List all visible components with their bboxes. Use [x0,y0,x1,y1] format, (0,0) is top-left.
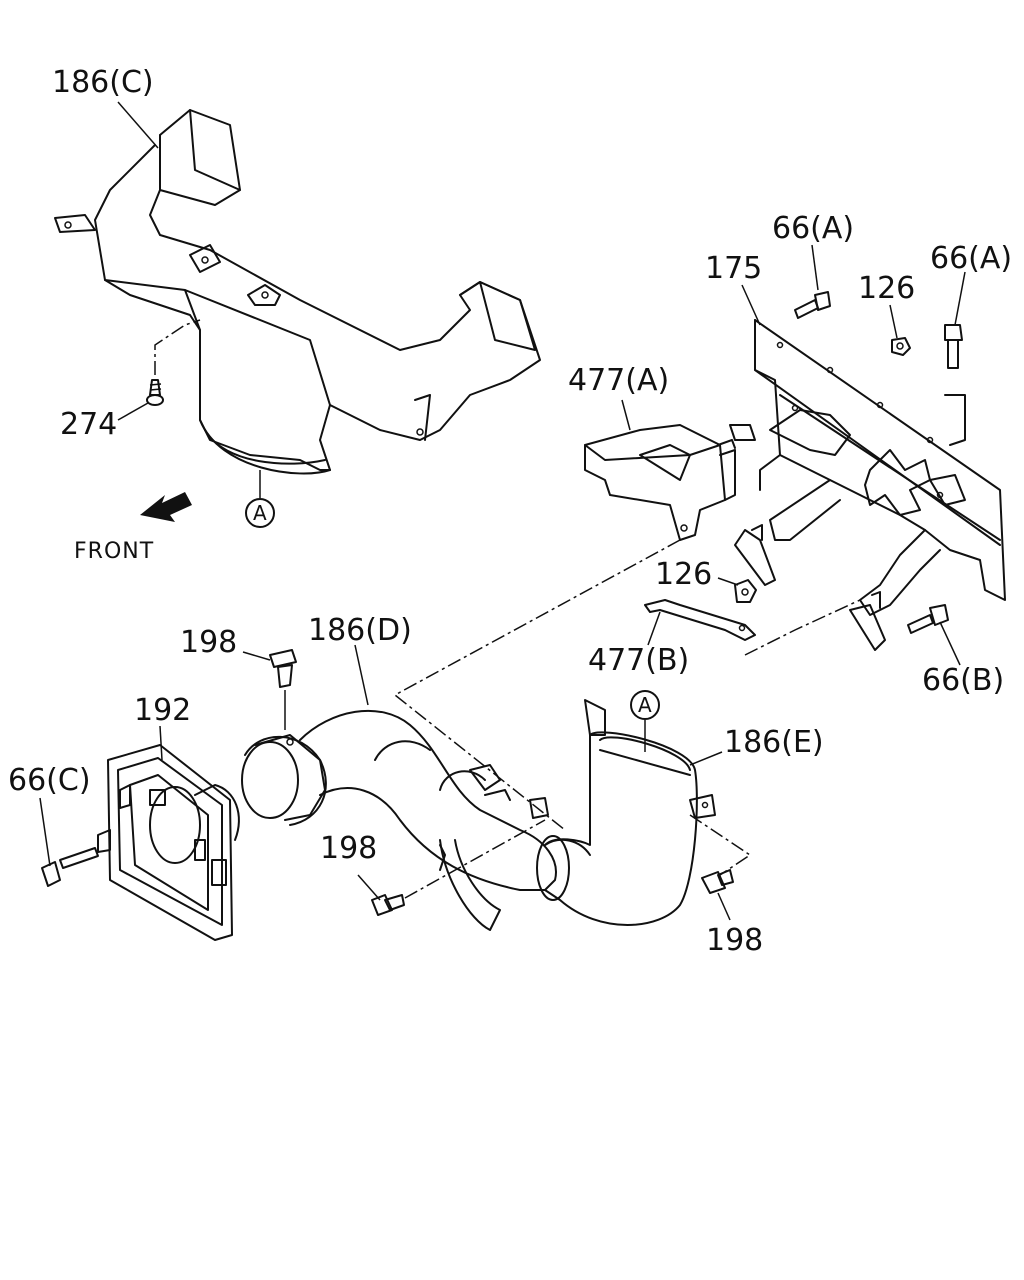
leader-477a [621,399,631,431]
leader-66a-2 [954,271,966,326]
label-66b: 66(B) [922,663,1004,698]
leader-66b [939,621,961,666]
label-circle-a-top: A [253,501,267,525]
leader-186e [689,751,723,766]
clip-198-mid[interactable] [371,894,405,916]
bolt-66a-1[interactable] [794,291,831,319]
leader-126-top [889,304,898,339]
label-274: 274 [60,407,117,442]
duct-186c[interactable] [54,109,541,475]
screw-274[interactable] [146,379,164,406]
leader-186d [354,644,369,706]
leader-274 [117,402,149,421]
leader-198-right [717,892,731,921]
clip-198-right[interactable] [701,869,734,894]
leader-192 [159,725,163,761]
leader-198-top [242,651,271,661]
leader-66c [39,797,51,867]
front-arrow-icon [140,492,192,522]
dash-477b [744,599,861,656]
label-front: FRONT [74,539,154,564]
label-477a: 477(A) [568,363,669,398]
leader-198-mid [357,874,381,901]
label-175: 175 [705,251,762,286]
label-circle-a-bottom: A [638,693,652,717]
dash-477a-186d [393,539,681,831]
label-126-top: 126 [858,271,915,306]
label-186e: 186(E) [724,725,824,760]
bolt-66a-2[interactable] [944,324,963,369]
leader-66a-1 [811,244,819,291]
dash-186e [689,814,752,876]
duct-186e[interactable] [529,699,716,926]
label-66c: 66(C) [8,763,91,798]
clip-198-top[interactable] [269,649,297,688]
nut-126-mid[interactable] [734,579,757,603]
leader-477b [647,611,661,646]
circle-a-bottom-ring [630,690,660,720]
label-66a-1: 66(A) [772,211,854,246]
dash-274 [154,319,201,375]
label-192: 192 [134,693,191,728]
label-198-mid: 198 [320,831,377,866]
label-198-right: 198 [706,923,763,958]
bolt-66b[interactable] [907,604,949,634]
label-186d: 186(D) [308,613,412,648]
leader-175 [741,284,761,326]
label-477b: 477(B) [588,643,689,678]
bracket-477b[interactable] [644,599,756,641]
leader-186c [117,101,159,149]
label-198-top: 198 [180,625,237,660]
label-186c: 186(C) [52,65,154,100]
label-126-mid: 126 [655,557,712,592]
bolt-66c[interactable] [41,847,99,887]
bracket-477a[interactable] [584,424,736,541]
leader-126-mid [717,577,739,586]
housing-192[interactable] [97,744,240,941]
dash-198-mid [404,819,546,899]
duct-186d[interactable] [241,709,557,931]
label-66a-2: 66(A) [930,241,1012,276]
bracket-175[interactable] [729,319,1006,651]
circle-a-top-ring [245,498,275,528]
nut-126-top[interactable] [891,337,911,356]
